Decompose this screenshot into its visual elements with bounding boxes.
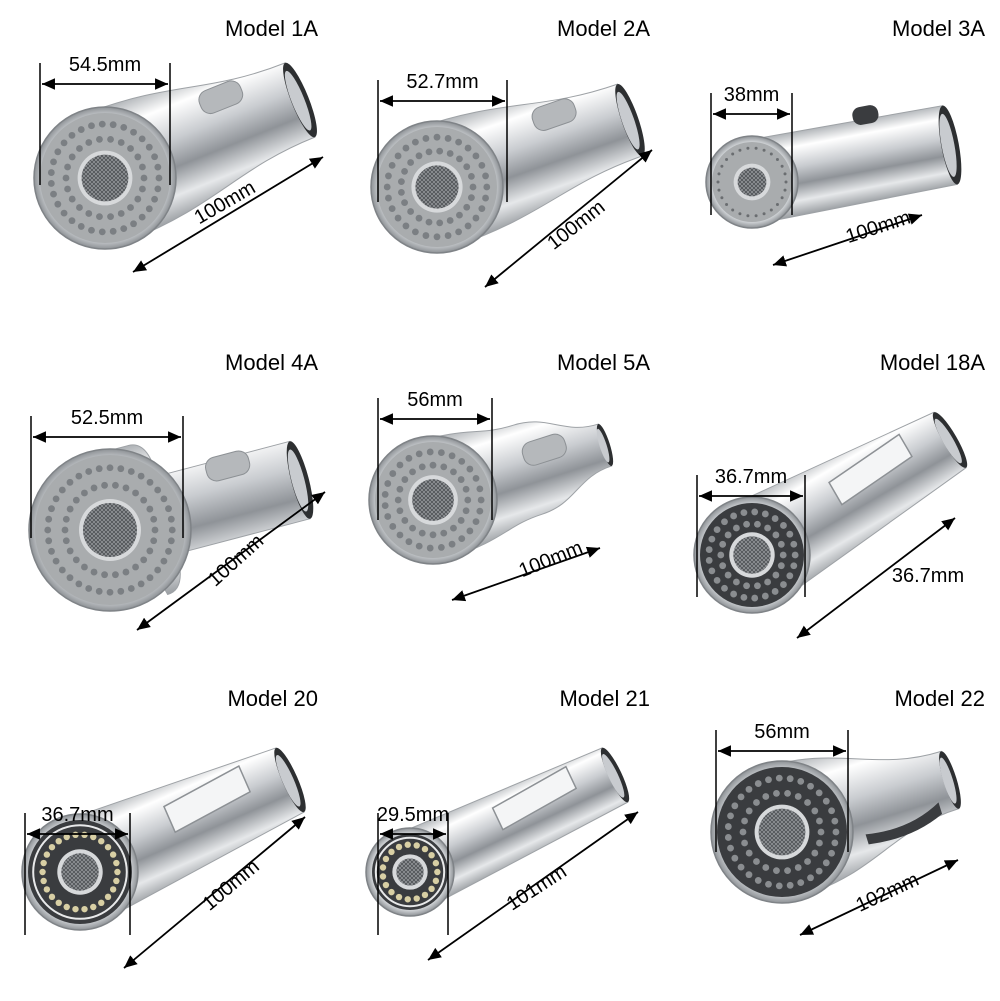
spray-face [710, 760, 854, 904]
spray-face [21, 813, 139, 931]
model-cell: Model 5A 56mm 100mm [368, 350, 650, 602]
diameter-label: 56mm [754, 721, 810, 743]
diameter-dimension: 56mm [377, 389, 493, 520]
diameter-label: 36.7mm [715, 466, 787, 488]
length-label: 100mm [543, 196, 609, 254]
spray-face [693, 496, 811, 614]
sprayer-body [743, 105, 962, 224]
model-cell: Model 21 29.5mm 101mm [365, 686, 650, 961]
diameter-dimension: 56mm [715, 721, 849, 852]
diameter-label: 29.5mm [377, 804, 449, 826]
diameter-dimension: 36.7mm [696, 466, 806, 597]
model-cell: Model 20 36.7mm 100mm [21, 686, 318, 969]
spray-face [365, 827, 455, 917]
spray-mode-button [852, 105, 879, 125]
length-label: 100mm [843, 207, 913, 249]
spray-face [28, 448, 192, 612]
model-title: Model 4A [225, 350, 318, 375]
length-label: 100mm [516, 537, 586, 582]
spray-mode-button [198, 80, 244, 115]
spray-face [368, 435, 498, 565]
model-cell: Model 2A 52.7mm 100mm [370, 16, 653, 288]
spray-mode-button [828, 433, 913, 506]
model-title: Model 22 [894, 686, 985, 711]
model-title: Model 20 [227, 686, 318, 711]
model-title: Model 5A [557, 350, 650, 375]
diameter-dimension: 38mm [710, 84, 793, 215]
length-label: 100mm [199, 856, 264, 916]
model-cell: Model 22 56mm 102mm [710, 686, 985, 936]
length-label: 36.7mm [892, 565, 964, 587]
diameter-label: 52.5mm [71, 407, 143, 429]
diameter-label: 52.7mm [406, 71, 478, 93]
diameter-label: 36.7mm [41, 804, 113, 826]
spray-face [705, 135, 799, 229]
model-title: Model 2A [557, 16, 650, 41]
spray-mode-button [205, 450, 251, 482]
spray-face [33, 106, 177, 250]
model-cell: Model 3A 38mm 100mm [705, 16, 985, 267]
model-title: Model 18A [880, 350, 986, 375]
spray-mode-button [521, 433, 567, 466]
diameter-label: 56mm [407, 389, 463, 411]
model-title: Model 3A [892, 16, 985, 41]
model-title: Model 21 [559, 686, 650, 711]
spray-face [370, 120, 504, 254]
length-dimension: 36.7mm [796, 517, 964, 639]
spray-mode-button [531, 98, 577, 131]
diameter-label: 38mm [724, 84, 780, 106]
model-cell: Model 18A 36.7mm 36.7mm [693, 350, 986, 639]
length-label: 102mm [853, 868, 923, 916]
diameter-label: 54.5mm [69, 54, 141, 76]
spray-mode-button [865, 802, 943, 845]
length-label: 101mm [503, 861, 571, 916]
model-title: Model 1A [225, 16, 318, 41]
